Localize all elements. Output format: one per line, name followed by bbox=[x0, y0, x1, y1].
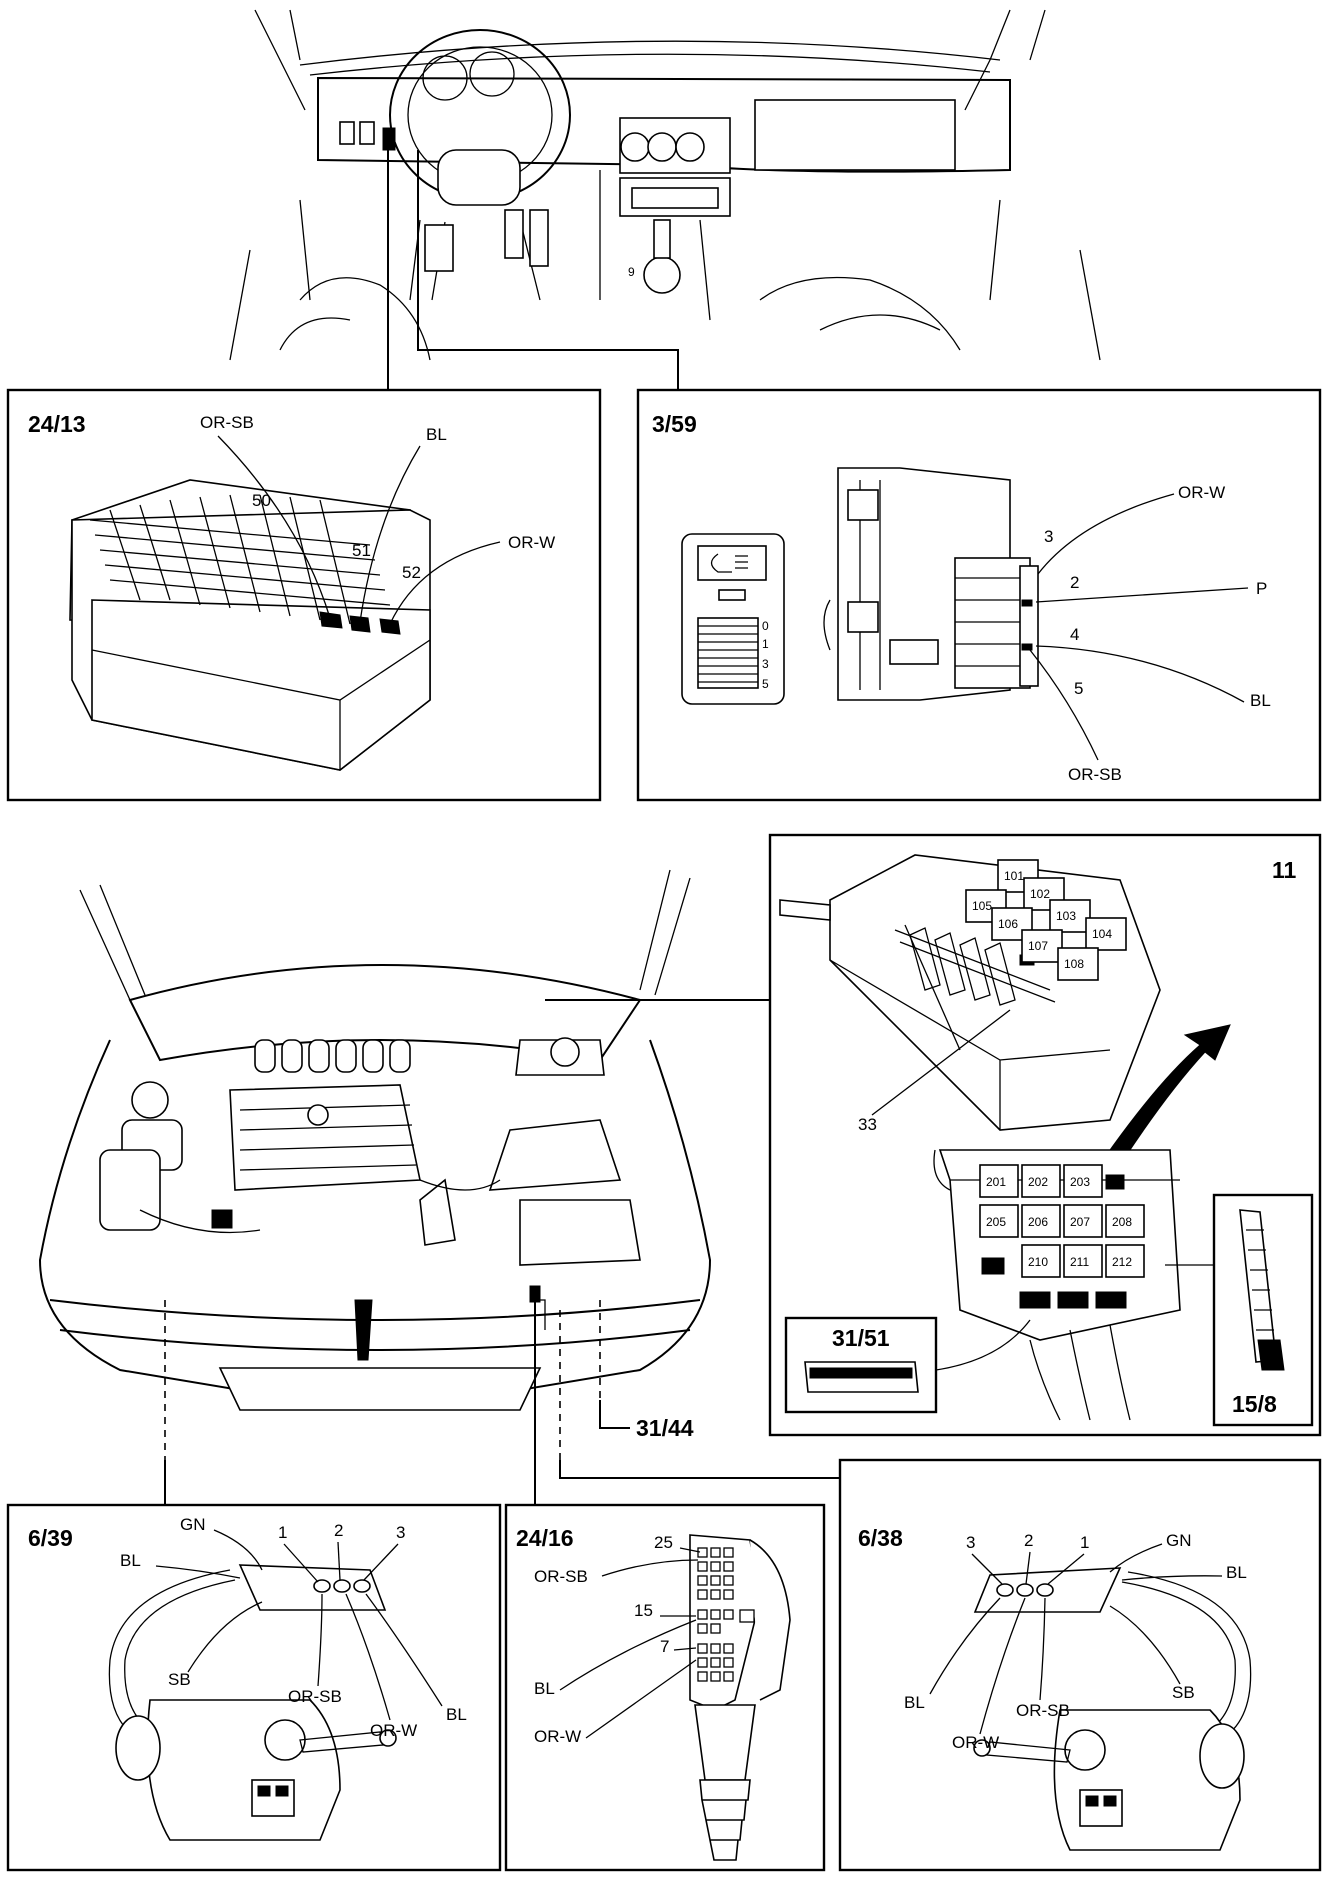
dashboard-illustration: 9 bbox=[229, 9, 1101, 361]
label-gn: GN bbox=[1166, 1531, 1192, 1550]
label-bl: BL bbox=[120, 1551, 141, 1570]
svg-text:206: 206 bbox=[1028, 1215, 1048, 1229]
label-orw: OR-W bbox=[370, 1721, 417, 1740]
label-orsb: OR-SB bbox=[288, 1687, 342, 1706]
engine-bay-illustration: 31/44 bbox=[38, 869, 770, 1460]
panel-title: 15/8 bbox=[1232, 1391, 1277, 1417]
svg-text:9: 9 bbox=[628, 265, 635, 279]
scale-1: 1 bbox=[762, 637, 769, 651]
label-bl: BL bbox=[426, 425, 447, 444]
label-7: 7 bbox=[660, 1637, 669, 1656]
svg-text:205: 205 bbox=[986, 1215, 1006, 1229]
svg-text:105: 105 bbox=[972, 899, 992, 913]
svg-text:208: 208 bbox=[1112, 1215, 1132, 1229]
svg-text:103: 103 bbox=[1056, 909, 1076, 923]
label-2: 2 bbox=[334, 1521, 343, 1540]
label-2: 2 bbox=[1070, 573, 1079, 592]
label-gn: GN bbox=[180, 1515, 206, 1534]
headlight-switch-face: 0 1 3 5 bbox=[681, 533, 785, 705]
label-2: 2 bbox=[1024, 1531, 1033, 1550]
label-4: 4 bbox=[1070, 625, 1079, 644]
label-orsb: OR-SB bbox=[1016, 1701, 1070, 1720]
scale-0: 0 bbox=[762, 619, 769, 633]
svg-text:102: 102 bbox=[1030, 887, 1050, 901]
label-orw: OR-W bbox=[1178, 483, 1225, 502]
headlight-switch-body bbox=[823, 467, 1039, 701]
label-bl: BL bbox=[1250, 691, 1271, 710]
scale-3: 3 bbox=[762, 657, 769, 671]
panel-title: 6/39 bbox=[28, 1525, 73, 1551]
label-orsb: OR-SB bbox=[534, 1567, 588, 1586]
svg-text:101: 101 bbox=[1004, 869, 1024, 883]
panel-24-16: 24/16 bbox=[504, 1503, 826, 1872]
leader-line-359 bbox=[417, 150, 679, 390]
label-3144: 31/44 bbox=[636, 1415, 694, 1441]
label-3: 3 bbox=[966, 1533, 975, 1552]
panel-title: 3/59 bbox=[652, 411, 697, 437]
panel-24-13: 24/13 OR-SB BL OR-W 50 51 52 bbox=[6, 388, 602, 802]
cowl-vents bbox=[254, 1039, 411, 1073]
label-25: 25 bbox=[654, 1533, 673, 1552]
label-5: 5 bbox=[1074, 679, 1083, 698]
panel-11: 11 101 102 105 106 103 104 107 108 bbox=[768, 833, 1322, 1437]
label-p: P bbox=[1256, 579, 1267, 598]
panel-title: 24/16 bbox=[516, 1525, 574, 1551]
label-3: 3 bbox=[396, 1523, 405, 1542]
scale-5: 5 bbox=[762, 677, 769, 691]
label-33: 33 bbox=[858, 1115, 877, 1134]
label-bl: BL bbox=[534, 1679, 555, 1698]
relay-block-top: 101 102 105 106 103 104 107 108 bbox=[965, 859, 1127, 981]
panel-3-59: 3/59 0 1 3 5 OR-W 3 bbox=[636, 388, 1322, 802]
svg-text:104: 104 bbox=[1092, 927, 1112, 941]
connector-pins bbox=[697, 1547, 755, 1682]
panel-31-51: 31/51 bbox=[784, 1316, 1031, 1414]
leader-line-638 bbox=[559, 1460, 841, 1479]
svg-text:201: 201 bbox=[986, 1175, 1006, 1189]
label-15: 15 bbox=[634, 1601, 653, 1620]
svg-text:107: 107 bbox=[1028, 939, 1048, 953]
panel-6-38: 6/38 3 2 1 GN BL SB BL OR-SB OR-W bbox=[838, 1458, 1322, 1872]
label-orw: OR-W bbox=[534, 1727, 581, 1746]
panel-6-39: 6/39 GN BL 1 2 3 SB OR-SB BL OR-W bbox=[6, 1503, 502, 1872]
label-orw: OR-W bbox=[508, 533, 555, 552]
label-bl-2: BL bbox=[904, 1693, 925, 1712]
label-1: 1 bbox=[1080, 1533, 1089, 1552]
relay-block-bottom: 201 202 203 205 206 207 208 210 211 212 bbox=[979, 1164, 1145, 1309]
svg-text:203: 203 bbox=[1070, 1175, 1090, 1189]
label-orsb: OR-SB bbox=[1068, 765, 1122, 784]
panel-title: 24/13 bbox=[28, 411, 86, 437]
panel-title: 31/51 bbox=[832, 1325, 890, 1351]
panel-15-8: 15/8 bbox=[1212, 1193, 1314, 1427]
label-52: 52 bbox=[402, 563, 421, 582]
panel-title: 11 bbox=[1272, 857, 1297, 883]
label-sb: SB bbox=[1172, 1683, 1195, 1702]
svg-text:108: 108 bbox=[1064, 957, 1084, 971]
svg-text:202: 202 bbox=[1028, 1175, 1048, 1189]
label-bl: BL bbox=[1226, 1563, 1247, 1582]
svg-text:212: 212 bbox=[1112, 1255, 1132, 1269]
svg-text:106: 106 bbox=[998, 917, 1018, 931]
label-orsb: OR-SB bbox=[200, 413, 254, 432]
label-sb: SB bbox=[168, 1670, 191, 1689]
label-3: 3 bbox=[1044, 527, 1053, 546]
svg-text:210: 210 bbox=[1028, 1255, 1048, 1269]
svg-text:207: 207 bbox=[1070, 1215, 1090, 1229]
label-51: 51 bbox=[352, 541, 371, 560]
label-1: 1 bbox=[278, 1523, 287, 1542]
label-orw: OR-W bbox=[952, 1733, 999, 1752]
label-50: 50 bbox=[252, 491, 271, 510]
fuse-grid bbox=[89, 494, 401, 635]
label-bl-2: BL bbox=[446, 1705, 467, 1724]
svg-text:211: 211 bbox=[1070, 1255, 1089, 1269]
panel-title: 6/38 bbox=[858, 1525, 903, 1551]
